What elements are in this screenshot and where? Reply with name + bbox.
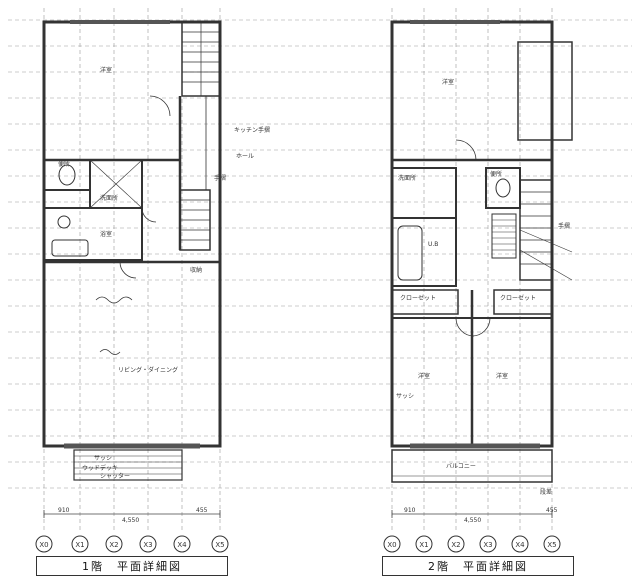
axis-marker-label: X4 [515,541,525,549]
axis-marker-circle [511,535,529,553]
floor1-dim-left: 910 [58,507,70,514]
floor1-sink [57,215,71,229]
axis-marker-circle [35,535,53,553]
floor2-labels: 洋室 U.B クローゼット クローゼット 洋室 洋室 バルコニー 手摺 洗面所 … [396,78,570,524]
floor2-door-arc-3 [471,317,491,337]
axis-marker-label: X0 [39,541,48,549]
floor2-balcony [391,449,553,483]
floor1-bathroom [43,207,143,261]
floor2-title: 2階 平面詳細図 [382,556,574,576]
floor1-label-kitchen-rail: キッチン手摺 [234,126,270,134]
floor1-label-hall: ホール [236,153,254,160]
axis-marker-label: X0 [387,541,396,549]
floor2-washroom [391,167,457,219]
floor2-plan [390,20,573,483]
floor1-door-arc-1 [149,95,171,117]
axis-marker-label: X4 [177,541,187,549]
axis-marker-label: X3 [483,541,492,549]
floor1-label-handrail: 手摺 [214,174,226,182]
floor2-dim-left: 910 [404,507,416,514]
floor2-toilet-fixture [495,178,511,198]
floor2-stair-treads [520,191,552,265]
floor1-axis-markers: X0 X1 X2 X3 X4 X5 [35,535,229,553]
floor2-right-wing [517,41,573,141]
floor1-wood-deck [73,449,183,481]
axis-marker-circle [173,535,191,553]
floor2-door-arc-2 [455,317,475,337]
axis-marker-circle [447,535,465,553]
axis-marker-circle [105,535,123,553]
floor1-bathtub [51,239,89,257]
axis-marker-label: X1 [419,541,428,549]
floor2-closet-left [391,289,459,315]
floor1-dim-right: 455 [196,507,208,514]
axis-marker-label: X5 [547,541,556,549]
axis-marker-circle [383,535,401,553]
axis-marker-label: X2 [109,541,118,549]
floor2-axis-markers: X0 X1 X2 X3 X4 X5 [383,535,561,553]
floor2-label-washroom: 洗面所 [398,174,416,182]
axis-marker-circle [415,535,433,553]
floor2-bathtub [397,225,423,281]
axis-marker-circle [543,535,561,553]
floor1-plan [42,20,222,481]
floor2-room-bottom-left: 洋室 [418,372,430,380]
floor1-stair-top-treads [182,22,220,96]
floor1-labels: 洋室 便所 洗面所 浴室 リビング・ダイニング ウッドデッキ キッチン手摺 ホー… [58,66,270,524]
floor1-deck-slats [74,455,182,475]
floor1-toilet-fixture [58,164,76,186]
floor1-room-deck: ウッドデッキ [82,464,118,472]
floor2-room-closet-left: クローゼット [400,294,436,302]
floor2-room-top: 洋室 [442,78,454,86]
floor2-label-toilet: 便所 [490,170,502,178]
floor1-outer-wall [42,20,222,448]
floor1-hand-note-2 [99,349,121,355]
floor1-door-arc-2 [141,207,157,223]
floor1-title: 1階 平面詳細図 [36,556,228,576]
floor2-room-bottom-right: 洋室 [496,372,508,380]
floor1-room-top: 洋室 [100,66,112,74]
floor1-label-storage: 収納 [190,266,202,274]
axis-marker-label: X2 [451,541,460,549]
floor1-dim-total: 4,550 [122,517,139,524]
axis-marker-label: X5 [215,541,224,549]
floor2-door-arc-1 [455,139,477,161]
floor2-label-sash: サッシ [396,393,414,400]
floor2-room-balcony: バルコニー [446,463,476,470]
floor2-hatched-area [491,213,517,259]
floor2-room-ub: U.B [428,241,438,248]
floor1-door-arc-3 [119,261,137,279]
axis-marker-circle [71,535,89,553]
axis-marker-circle [211,535,229,553]
axis-marker-label: X3 [143,541,152,549]
floor1-room-washroom: 洗面所 [100,194,118,202]
axis-marker-label: X1 [75,541,84,549]
floor1-room-toilet: 便所 [58,160,70,168]
floor1-hand-note [95,296,133,304]
floor2-stair [519,179,553,281]
floor1-stair-mid-treads [180,199,210,241]
floor2-label-handrail: 手摺 [558,222,570,230]
dashed-grid [8,8,632,530]
floor1-label-sash: サッシ [94,455,112,462]
floor2-hatch [492,219,516,251]
axis-marker-circle [479,535,497,553]
axis-marker-circle [139,535,157,553]
floor2-label-step: 段差 [540,488,552,496]
floor2-room-closet-right: クローゼット [500,294,536,302]
dimension-lines [43,510,553,518]
floor1-label-shutter: シャッター [100,472,130,480]
floor2-dim-total: 4,550 [464,517,481,524]
floor1-room-ldk: リビング・ダイニング [118,366,178,374]
floor2-closet-right [493,289,553,315]
floor1-room-bath: 浴室 [100,230,112,238]
